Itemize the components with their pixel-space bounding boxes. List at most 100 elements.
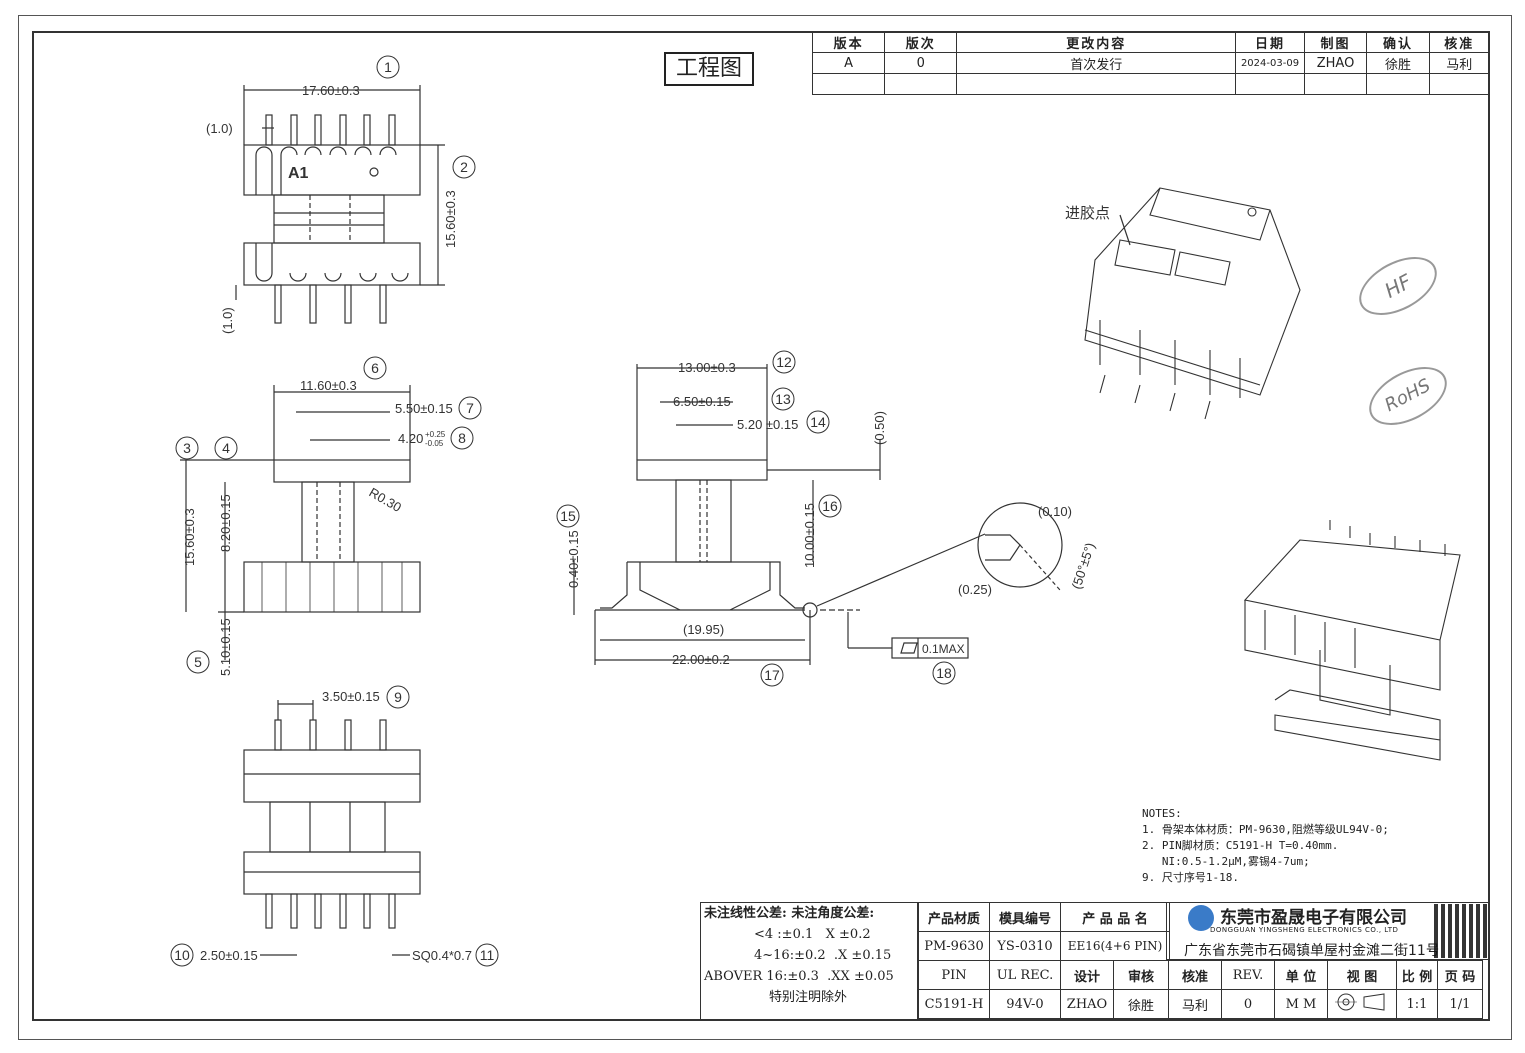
tb-value: M M: [1274, 989, 1328, 1019]
balloon-8: 8: [458, 430, 466, 446]
dimension-labels: 17.60±0.3 (1.0) 15.60±0.3 (1.0) 11.60±0.…: [182, 83, 1098, 963]
balloon-3: 3: [183, 440, 191, 456]
top-view-pins-bottom: [274, 284, 387, 324]
balloon-5: 5: [194, 654, 202, 670]
dim-5-10: 5.10±0.15: [218, 618, 233, 676]
dim-3-50: 3.50±0.15: [322, 689, 380, 704]
balloon-2: 2: [460, 159, 468, 175]
dim-angle: (50°±5°): [1069, 541, 1098, 591]
note-line: 9. 尺寸序号1-18.: [1142, 871, 1239, 884]
rev-cell: [1235, 73, 1305, 95]
rev-cell: [884, 73, 958, 95]
dim-15-60: 15.60±0.3: [443, 190, 458, 248]
dim-22-00: 22.00±0.2: [672, 652, 730, 667]
balloon-11: 11: [480, 947, 495, 963]
qr-code: [1434, 904, 1488, 958]
balloon-4: 4: [222, 440, 230, 456]
tb-value: 马利: [1168, 989, 1222, 1019]
dim-sq: SQ0.4*0.7: [412, 948, 472, 963]
tb-material: PM-9630: [918, 931, 990, 961]
top-view: A1: [235, 85, 445, 324]
company-name-en: DONGGUAN YINGSHENG ELECTRONICS CO., LTD: [1210, 926, 1399, 934]
note-line: NI:0.5-1.2μM,雾锡4-7um;: [1142, 855, 1310, 868]
dim-1-0-side: (1.0): [220, 307, 235, 334]
rev-header-version: 版本: [811, 31, 886, 53]
tb-value: ZHAO: [1060, 989, 1114, 1019]
rev-cell: [1428, 73, 1491, 95]
tb-value: C5191-H: [918, 989, 990, 1019]
bottom-view: [243, 700, 421, 956]
iso-view-b: [1243, 520, 1461, 761]
tb-product: EE16(4+6 PIN): [1060, 931, 1170, 961]
balloon-10: 10: [174, 947, 190, 963]
dim-0-25: (0.25): [958, 582, 992, 597]
balloon-7: 7: [466, 400, 474, 416]
dim-0-10: (0.10): [1038, 504, 1072, 519]
detail-circle: [977, 502, 1063, 588]
bottom-view-pins-top: [274, 719, 387, 751]
title-block-bottom: PIN UL REC. 设计 审核 核准 REV. 单 位 视 图 比 例 页 …: [918, 960, 1483, 1019]
top-view-pins-top: [265, 114, 396, 146]
tb-value: 1:1: [1396, 989, 1438, 1019]
balloon-labels: 1 2 3 4 5 6 7 8 9 10 11 12 13 14 15 16 1…: [174, 59, 952, 963]
rev-header-approve: 核准: [1428, 31, 1491, 53]
tb-material-label: 产品材质: [918, 902, 990, 932]
tb-label: 视 图: [1327, 960, 1397, 990]
balloons: [170, 55, 956, 967]
tol-line: 特别注明除外: [769, 990, 848, 1005]
dim-1-0-top: (1.0): [206, 121, 233, 136]
balloon-13: 13: [775, 391, 791, 407]
side-view-top-flange: [273, 459, 411, 483]
tb-label: PIN: [918, 960, 990, 990]
notes: NOTES: 1. 骨架本体材质：PM-9630,阻燃等级UL94V-0; 2.…: [1142, 806, 1389, 886]
projection-symbol: [1327, 989, 1397, 1019]
tol-line: 4~16:±0.2 .X ±0.15: [754, 948, 892, 963]
dim-0-50: (0.50): [872, 411, 887, 445]
projection-icon: [1335, 993, 1385, 1011]
dim-2-50: 2.50±0.15: [200, 948, 258, 963]
dim-19-95: (19.95): [683, 622, 724, 637]
dim-11-60: 11.60±0.3: [300, 378, 357, 393]
tolerance-block: 未注线性公差: 未注角度公差: <4 :±0.1 X ±0.2 4~16:±0.…: [700, 902, 918, 1020]
tb-label: 单 位: [1274, 960, 1328, 990]
dim-4-20-tol-dn: -0.05: [425, 439, 444, 448]
bottom-view-pins-bottom: [265, 893, 396, 929]
tb-mold: YS-0310: [989, 931, 1061, 961]
dim-4-20: 4.20: [398, 431, 423, 446]
front-view: [573, 364, 1063, 665]
dim-8-20: 8.20±0.15: [218, 494, 233, 552]
side-view: [180, 385, 421, 660]
dim-5-50: 5.50±0.15: [395, 401, 453, 416]
dim-flatness: 0.1MAX: [922, 642, 965, 656]
iso-view-a: [1084, 187, 1301, 420]
side-view-bottom-flange: [243, 561, 421, 613]
tol-line: ABOVER 16:±0.3 .XX ±0.05: [704, 969, 894, 984]
dim-r0-30: R0.30: [367, 485, 405, 515]
drawing-title: 工程图: [664, 52, 754, 86]
balloon-15: 15: [560, 508, 576, 524]
tb-value: 1/1: [1437, 989, 1483, 1019]
company-name: 东莞市盈晟电子有限公司: [1220, 908, 1407, 928]
company-block: [1166, 902, 1490, 960]
glue-point-label: 进胶点: [1065, 205, 1110, 222]
title-block: 产品材质 模具编号 产 品 品 名 PM-9630 YS-0310 EE16(4…: [918, 902, 1170, 961]
notes-heading: NOTES:: [1142, 807, 1182, 820]
balloon-6: 6: [371, 360, 379, 376]
balloon-18: 18: [936, 665, 952, 681]
dim-13-00: 13.00±0.3: [678, 360, 736, 375]
dim-0-40: 0.40±0.15: [566, 530, 581, 588]
outer-border: [18, 15, 1512, 1040]
part-mark: A1: [288, 165, 309, 182]
company-address: 广东省东莞市石碣镇单屋村金滩二街11号: [1184, 943, 1440, 959]
tb-label: 页 码: [1437, 960, 1483, 990]
balloon-17: 17: [764, 667, 780, 683]
tb-label: UL REC.: [989, 960, 1061, 990]
dim-5-20: 5.20 ±0.15: [737, 417, 798, 432]
dim-15-60-side: 15.60±0.3: [182, 508, 197, 566]
rev-header-edition: 版次: [884, 31, 958, 53]
balloon-16: 16: [822, 498, 838, 514]
divider: [1166, 902, 1167, 960]
note-line: 2. PIN脚材质：C5191-H T=0.40mm.: [1142, 839, 1339, 852]
balloon-14: 14: [810, 414, 826, 430]
